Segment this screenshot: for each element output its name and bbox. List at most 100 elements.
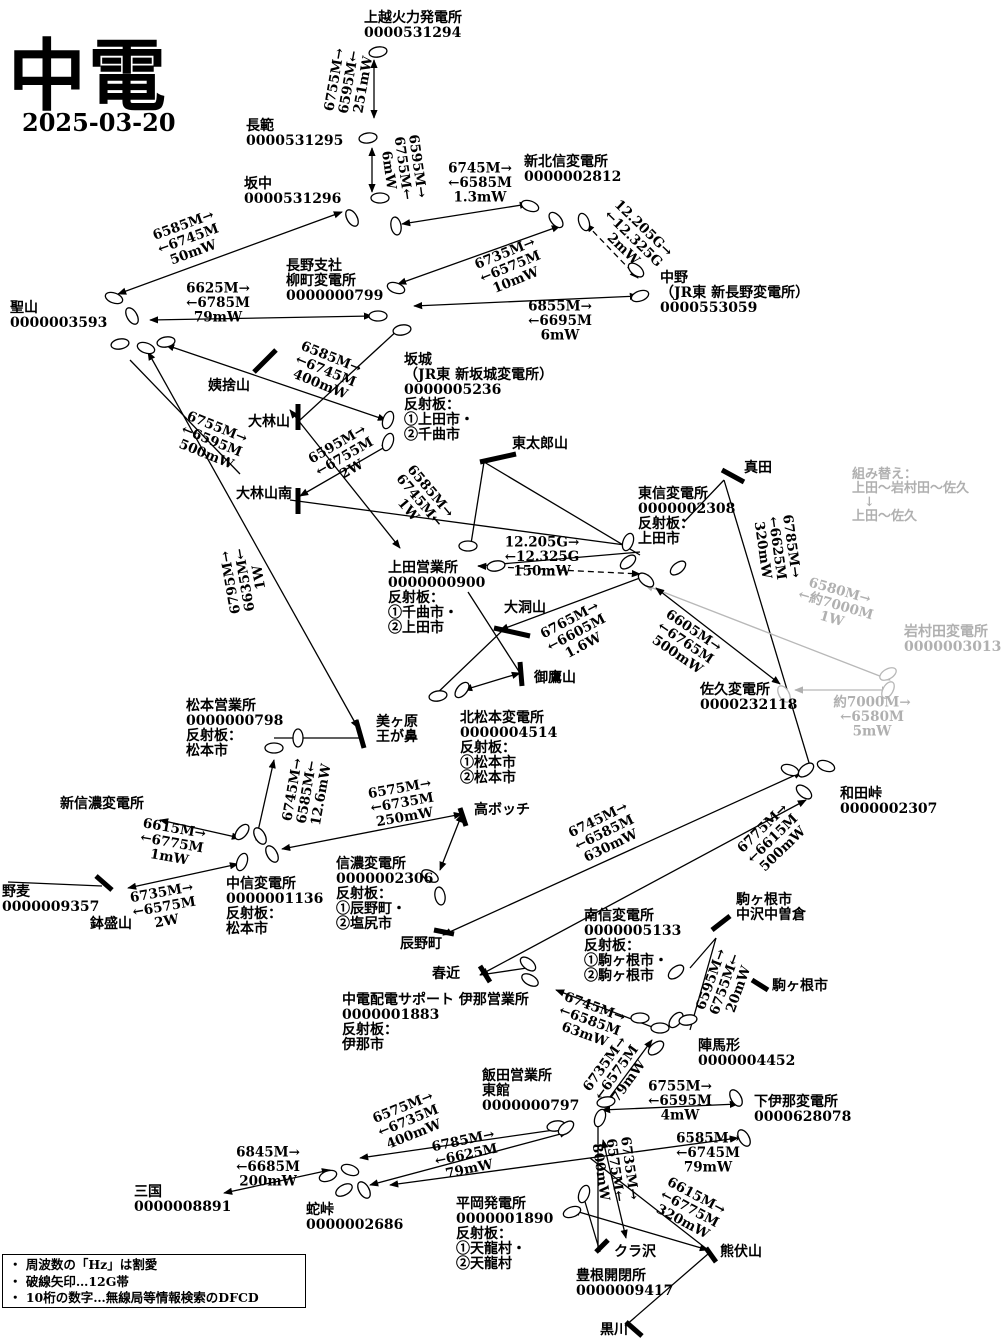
link-line bbox=[571, 1208, 709, 1252]
antenna-dish bbox=[881, 681, 895, 699]
antenna-dish bbox=[637, 572, 655, 588]
antenna-dish bbox=[816, 759, 836, 773]
site-label-line: ①千曲市・ bbox=[388, 604, 458, 621]
site-label-line: 0000003593 bbox=[10, 315, 107, 331]
site-label-line: 反射板： bbox=[388, 589, 444, 606]
passive-reflector bbox=[720, 467, 746, 485]
site-label-line: ②松本市 bbox=[460, 769, 516, 786]
antenna-dish bbox=[110, 338, 130, 350]
link-line bbox=[389, 1135, 739, 1188]
site-label-line: 美ヶ原 bbox=[376, 713, 418, 730]
site-label-line: 0000002308 bbox=[638, 501, 735, 517]
link-line bbox=[401, 201, 529, 227]
site-label-komagane: 駒ヶ根市 bbox=[772, 977, 828, 994]
site-label-line: ①天龍村・ bbox=[456, 1240, 526, 1257]
site-label-line: 鉢盛山 bbox=[90, 915, 132, 932]
site-label-line: 長範 bbox=[246, 117, 274, 134]
passive-reflectors bbox=[94, 348, 770, 1338]
antenna-dish bbox=[368, 310, 388, 322]
link-label: 6775M→←6615M500mW bbox=[734, 800, 810, 875]
site-label-line: 反射板： bbox=[342, 1021, 398, 1038]
link-line bbox=[413, 292, 639, 310]
site-label-line: 東太郎山 bbox=[512, 435, 568, 452]
link-line bbox=[117, 211, 343, 295]
site-label-line: 新信濃変電所 bbox=[60, 795, 144, 812]
link-line bbox=[601, 1100, 739, 1114]
revision-note-line: ↓ bbox=[864, 495, 875, 510]
link-label-line: 6755M→ bbox=[648, 1079, 712, 1095]
antenna-dish bbox=[335, 1183, 353, 1197]
link-label-text: 6605M→←6765M500mW bbox=[646, 606, 724, 679]
link-label-line: 1.3mW bbox=[454, 190, 508, 206]
site-label-line: ②天龍村 bbox=[456, 1255, 512, 1272]
link-label: 6735M→←6575M2W bbox=[129, 879, 197, 931]
site-label-line: 0000009417 bbox=[576, 1283, 673, 1299]
antenna-dish bbox=[621, 532, 635, 552]
link-label-text: 6615M→←6775M320mW bbox=[651, 1174, 729, 1244]
site-label-line: ②塩尻市 bbox=[336, 915, 392, 932]
site-label-sanada: 真田 bbox=[744, 459, 772, 476]
revision-note-line: 組み替え： bbox=[852, 466, 917, 482]
site-label-line: 松本市 bbox=[186, 742, 228, 759]
antenna-dish bbox=[486, 560, 506, 572]
site-label-line: 反射板： bbox=[186, 727, 242, 744]
legend-item: ・ 周波数の「Hz」は割愛 bbox=[9, 1257, 158, 1272]
link-label: 6580M→←約7000M1W bbox=[796, 575, 875, 631]
antenna-dish bbox=[521, 973, 539, 987]
site-label-line: 中沢中曽倉 bbox=[736, 906, 807, 923]
site-label-line: 中信変電所 bbox=[226, 875, 296, 892]
site-label-line: 辰野町 bbox=[400, 936, 442, 952]
link-label-line: 6625M→ bbox=[186, 281, 250, 297]
site-label-line: 0000531296 bbox=[244, 191, 341, 207]
site-label-line: 下伊那変電所 bbox=[754, 1093, 838, 1110]
site-label-line: 0000004452 bbox=[698, 1053, 795, 1069]
antenna-dish bbox=[345, 209, 359, 227]
antenna-dish bbox=[318, 1169, 338, 1183]
site-label-line: 松本営業所 bbox=[186, 697, 256, 714]
antenna-dish bbox=[434, 886, 446, 906]
site-label-line: 上越火力発電所 bbox=[364, 9, 462, 26]
link-label-line: 79mW bbox=[194, 310, 243, 326]
antenna-dish bbox=[737, 1129, 751, 1147]
link-label-text: 6745M→6585M←12.6mW bbox=[279, 757, 334, 828]
antenna-dish bbox=[381, 410, 395, 430]
link-label-text: 6595M→6755M←20mW bbox=[693, 947, 757, 1022]
passive-reflector bbox=[493, 625, 531, 639]
link-label-text: 6795M→6635M←1W bbox=[217, 544, 272, 615]
legend-box: ・ 周波数の「Hz」は割愛 ・ 破線矢印…12G帯 ・ 10桁の数字…無線局等情… bbox=[2, 1254, 306, 1308]
site-label-line: 熊伏山 bbox=[720, 1243, 762, 1260]
link-line bbox=[147, 351, 359, 729]
antenna-dish bbox=[596, 1096, 616, 1108]
link-label-text: 6575M→←6735M250mW bbox=[367, 775, 438, 830]
site-label-line: 北松本変電所 bbox=[460, 709, 544, 726]
link-label-line: 200mW bbox=[239, 1174, 297, 1190]
revision-note-line: 上田～岩村田～佐久 bbox=[852, 480, 970, 496]
link-label: 6585M→6745M←1W bbox=[393, 462, 457, 531]
site-label-hachimori: 鉢盛山 bbox=[90, 915, 132, 932]
site-label-line: ①辰野町・ bbox=[336, 900, 406, 917]
antenna-dish bbox=[520, 199, 540, 213]
link-label: 6595M→←6755M2W bbox=[306, 421, 384, 492]
antenna-dish bbox=[630, 289, 650, 303]
passive-reflector bbox=[433, 927, 455, 937]
site-label-line: 坂城 bbox=[404, 351, 432, 368]
antenna-dish bbox=[557, 1120, 575, 1136]
link-label-text: 6595M→6755M←6mW bbox=[376, 133, 429, 202]
link-label: 6765M→←6605M1.6W bbox=[538, 598, 616, 668]
link-label-text: 6765M→←6605M1.6W bbox=[538, 598, 616, 668]
passive-reflector bbox=[710, 914, 732, 932]
link-label: 6795M→6635M←1W bbox=[217, 544, 272, 615]
antenna-dish bbox=[667, 964, 685, 980]
link-label-text: 6595M→←6755M2W bbox=[306, 421, 384, 492]
